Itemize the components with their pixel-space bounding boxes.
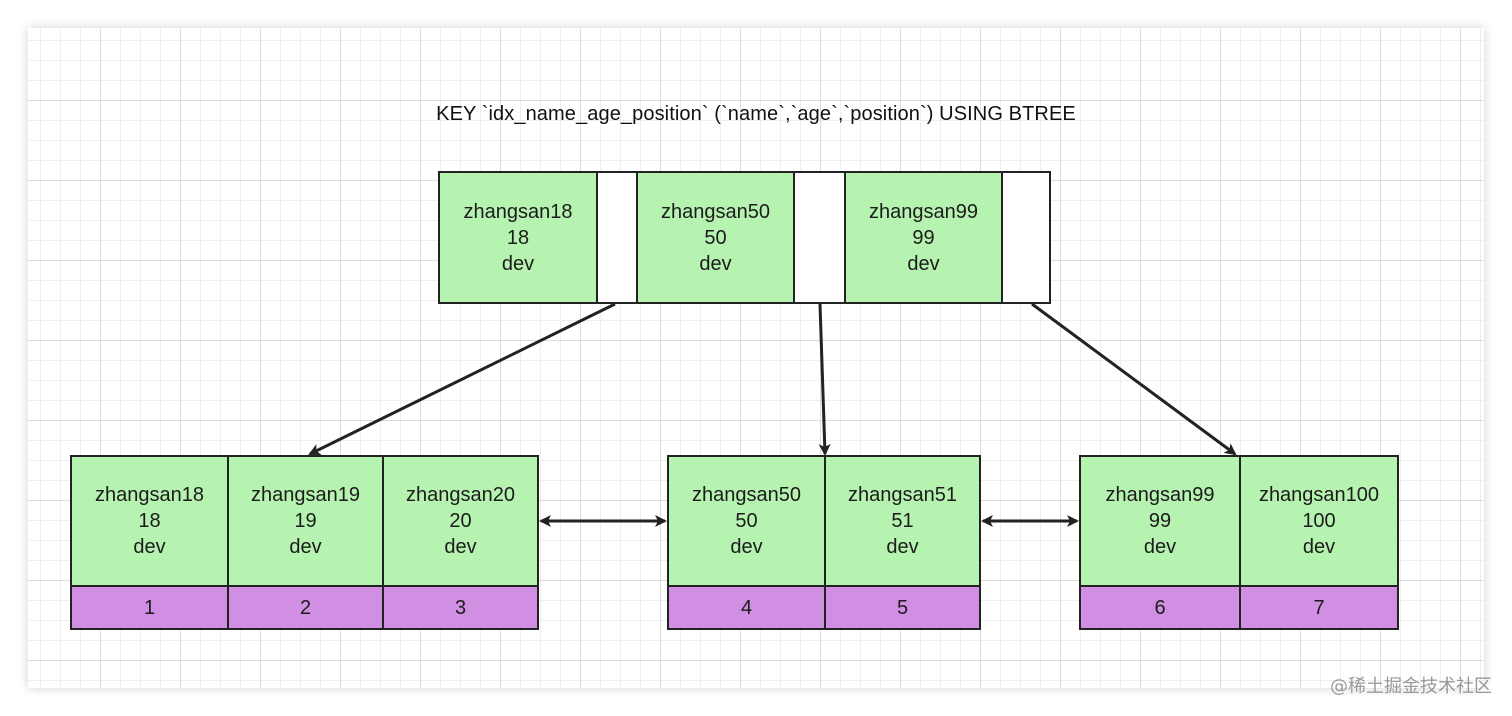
entry-name: zhangsan100: [1258, 484, 1380, 506]
root-key-2: zhangsan50 50 dev: [638, 173, 795, 302]
key-name: zhangsan18: [463, 200, 573, 223]
entry-position: dev: [1143, 536, 1177, 558]
child-pointer-arrow-1: [308, 302, 616, 456]
root-node: zhangsan18 18 dev zhangsan50 50 dev zhan…: [438, 171, 1051, 304]
row-id-cell: 2: [229, 587, 384, 628]
leaf-entry: zhangsan99 99 dev: [1081, 457, 1241, 585]
entry-name: zhangsan51: [848, 484, 957, 506]
entry-name: zhangsan99: [1105, 484, 1215, 506]
entry-position: dev: [1302, 536, 1336, 558]
entry-age: 100: [1302, 510, 1336, 532]
key-age: 18: [506, 226, 530, 249]
root-key-3: zhangsan99 99 dev: [846, 173, 1003, 302]
watermark: @稀土掘金技术社区: [1330, 676, 1492, 697]
child-pointer-arrow-3: [1031, 302, 1237, 456]
root-pointer-1: [598, 173, 638, 302]
key-position: dev: [699, 252, 732, 275]
leaf-entry: zhangsan100 100 dev: [1241, 457, 1397, 585]
row-id-cell: 5: [826, 587, 979, 628]
entry-age: 18: [138, 510, 161, 532]
leaf-node-2: zhangsan50 50 dev zhangsan51 51 dev 4 5: [667, 455, 981, 630]
row-id-cell: 4: [669, 587, 826, 628]
root-pointer-2: [795, 173, 846, 302]
entry-position: dev: [886, 536, 919, 558]
leaf-entry: zhangsan18 18 dev: [72, 457, 229, 585]
entry-position: dev: [289, 536, 322, 558]
entry-age: 20: [449, 510, 472, 532]
index-definition-title: KEY `idx_name_age_position` (`name`,`age…: [436, 103, 1076, 125]
entry-position: dev: [133, 536, 166, 558]
root-pointer-3: [1003, 173, 1049, 302]
leaf-entry: zhangsan51 51 dev: [826, 457, 979, 585]
entry-name: zhangsan19: [251, 484, 360, 506]
leaf-node-1: zhangsan18 18 dev zhangsan19 19 dev zhan…: [70, 455, 539, 630]
entry-age: 99: [1148, 510, 1172, 532]
entry-name: zhangsan50: [692, 484, 801, 506]
entry-age: 19: [294, 510, 317, 532]
entry-position: dev: [444, 536, 477, 558]
row-id-cell: 3: [384, 587, 537, 628]
row-id-cell: 1: [72, 587, 229, 628]
entry-position: dev: [730, 536, 763, 558]
row-id-cell: 7: [1241, 587, 1397, 628]
leaf-entry: zhangsan19 19 dev: [229, 457, 384, 585]
entry-age: 50: [735, 510, 758, 532]
root-key-1: zhangsan18 18 dev: [440, 173, 598, 302]
key-age: 50: [704, 226, 727, 249]
key-position: dev: [501, 252, 535, 275]
leaf-node-3: zhangsan99 99 dev zhangsan100 100 dev 6 …: [1079, 455, 1399, 630]
entry-name: zhangsan18: [95, 484, 204, 506]
leaf-entry: zhangsan50 50 dev: [669, 457, 826, 585]
row-id-cell: 6: [1081, 587, 1241, 628]
key-name: zhangsan99: [869, 200, 978, 223]
key-position: dev: [907, 252, 940, 275]
child-pointer-arrow-2: [818, 303, 831, 456]
entry-name: zhangsan20: [406, 484, 515, 506]
key-age: 99: [912, 226, 935, 249]
key-name: zhangsan50: [661, 200, 770, 223]
entry-age: 51: [891, 510, 914, 532]
leaf-entry: zhangsan20 20 dev: [384, 457, 537, 585]
